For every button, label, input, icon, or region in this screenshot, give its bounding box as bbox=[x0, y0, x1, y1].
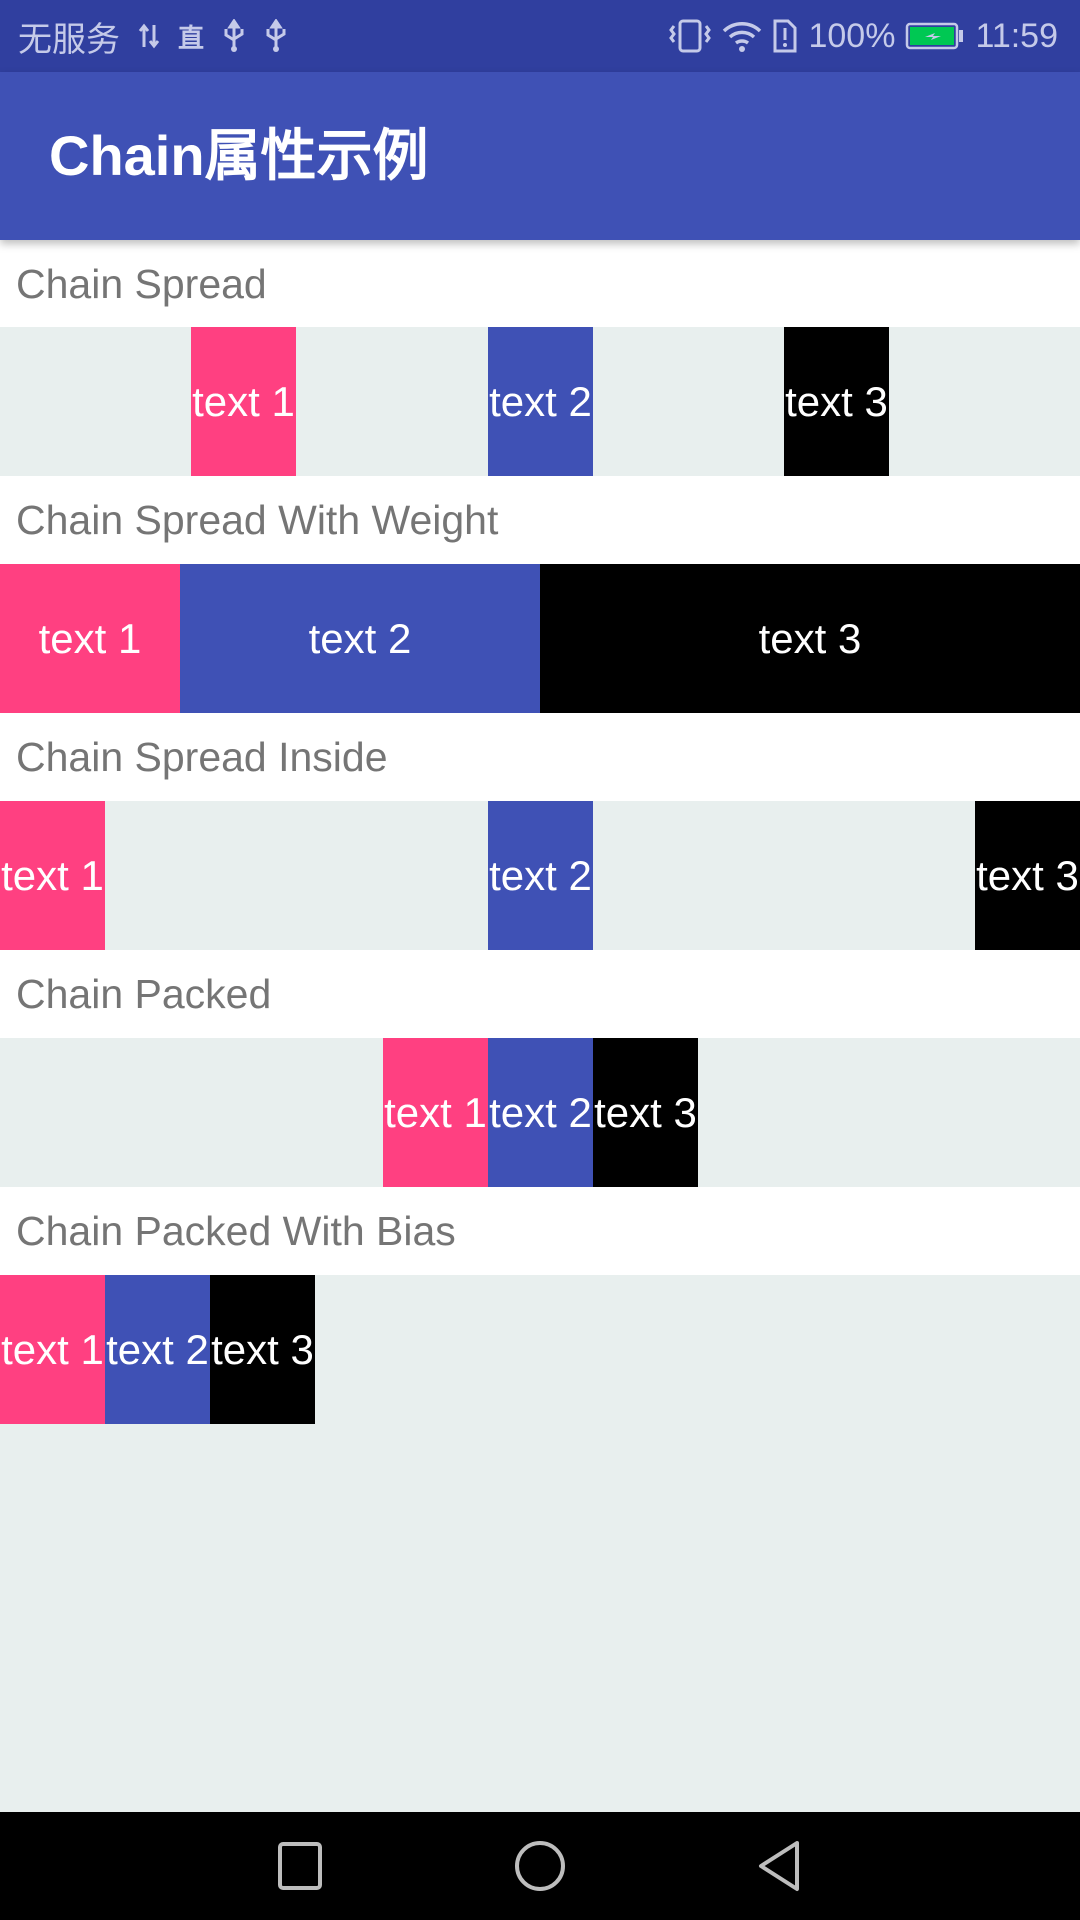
usb-icon bbox=[222, 19, 246, 53]
text-box-3: text 3 bbox=[540, 564, 1080, 713]
chain-spread-weight-row: text 1 text 2 text 3 bbox=[0, 564, 1080, 713]
app-bar: Chain属性示例 bbox=[0, 72, 1080, 240]
navigation-bar bbox=[0, 1812, 1080, 1920]
text-box-3: text 3 bbox=[975, 801, 1080, 950]
text-box-1: text 1 bbox=[383, 1038, 488, 1187]
section-label-chain-spread-weight: Chain Spread With Weight bbox=[0, 476, 1080, 564]
back-button[interactable] bbox=[730, 1812, 830, 1920]
text-box-2: text 2 bbox=[488, 1038, 593, 1187]
sim-alert-icon bbox=[772, 18, 798, 54]
circle-icon bbox=[515, 1841, 565, 1891]
back-triangle-icon bbox=[759, 1841, 799, 1891]
chain-spread-inside-row: text 1 text 2 text 3 bbox=[0, 801, 1080, 950]
home-button[interactable] bbox=[490, 1812, 590, 1920]
text-box-1: text 1 bbox=[191, 327, 296, 476]
text-box-2: text 2 bbox=[180, 564, 540, 713]
section-label-chain-spread: Chain Spread bbox=[0, 240, 1080, 328]
vibrate-icon bbox=[668, 18, 712, 54]
chain-packed-bias-row: text 1 text 2 text 3 bbox=[0, 1275, 1080, 1424]
battery-charging-icon bbox=[905, 21, 965, 51]
section-label-chain-packed-bias: Chain Packed With Bias bbox=[0, 1187, 1080, 1275]
text-box-1: text 1 bbox=[0, 801, 105, 950]
usb-icon bbox=[264, 19, 288, 53]
text-box-2: text 2 bbox=[488, 327, 593, 476]
clock: 11:59 bbox=[975, 16, 1058, 55]
text-box-3: text 3 bbox=[210, 1275, 315, 1424]
direct-icon: 直 bbox=[178, 22, 205, 53]
wifi-icon bbox=[722, 19, 762, 53]
text-box-3: text 3 bbox=[784, 327, 889, 476]
battery-percent: 100% bbox=[808, 16, 896, 55]
chain-packed-row: text 1 text 2 text 3 bbox=[0, 1038, 1080, 1187]
section-label-chain-packed: Chain Packed bbox=[0, 950, 1080, 1038]
section-label-chain-spread-inside: Chain Spread Inside bbox=[0, 713, 1080, 801]
text-box-1: text 1 bbox=[0, 1275, 105, 1424]
square-icon bbox=[278, 1842, 322, 1890]
page-title: Chain属性示例 bbox=[49, 124, 429, 187]
chain-spread-row: text 1 text 2 text 3 bbox=[0, 327, 1080, 476]
text-box-2: text 2 bbox=[488, 801, 593, 950]
status-bar: 无服务 直 100% 11:59 bbox=[0, 0, 1080, 72]
text-box-3: text 3 bbox=[593, 1038, 698, 1187]
carrier-text: 无服务 bbox=[18, 20, 120, 59]
data-transfer-icon bbox=[138, 21, 160, 51]
text-box-1: text 1 bbox=[0, 564, 180, 713]
recents-button[interactable] bbox=[250, 1812, 350, 1920]
text-box-2: text 2 bbox=[105, 1275, 210, 1424]
